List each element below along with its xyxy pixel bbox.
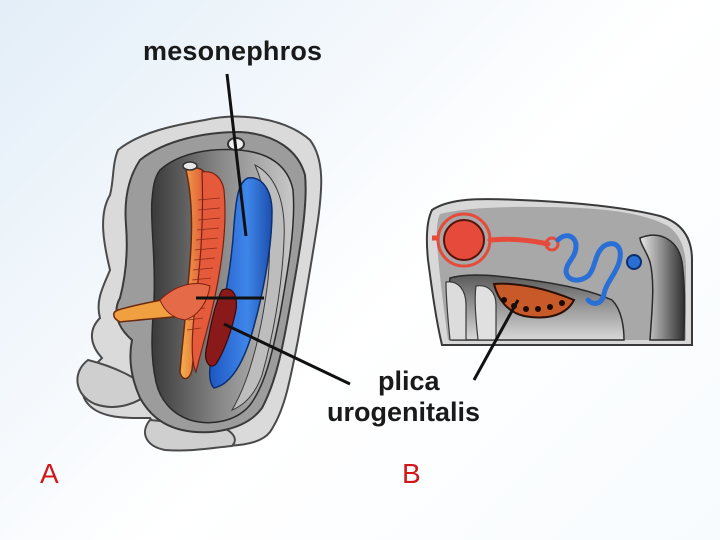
panel-b-drawing	[425, 198, 693, 346]
tubule-fan	[159, 283, 211, 321]
b-mid-column	[474, 285, 497, 341]
label-urogenitalis: urogenitalis	[327, 397, 481, 427]
b-right-cavity	[639, 234, 686, 341]
body-lobe-left	[76, 358, 152, 408]
b-red-tubule-loop	[544, 236, 560, 252]
tubule-band	[191, 171, 226, 374]
plica-pointer-a	[223, 322, 351, 386]
panel-a-drawing	[76, 115, 323, 452]
label-plica: plica	[378, 366, 440, 396]
panel-letter-b: B	[402, 458, 421, 489]
b-blue-tubule	[555, 233, 623, 306]
b-blue-duct-end	[626, 254, 642, 270]
duct-top-ring	[182, 161, 198, 171]
plica-pointer-b	[472, 299, 520, 381]
b-left-column	[445, 281, 467, 341]
label-mesonephros: mesonephros	[143, 36, 323, 66]
mesonephros-pointer	[225, 73, 248, 237]
b-red-tubule	[487, 236, 551, 247]
panel-letter-a: A	[40, 458, 59, 489]
glomerulus	[443, 219, 485, 261]
